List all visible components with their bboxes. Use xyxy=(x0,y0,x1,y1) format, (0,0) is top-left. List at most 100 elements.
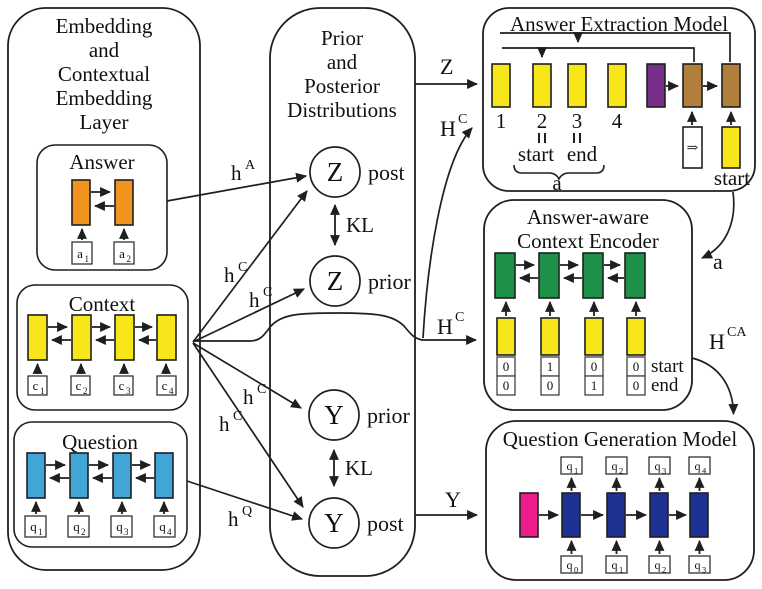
encoder-rnn-cell xyxy=(624,252,646,299)
position-label-2: 2 xyxy=(537,109,548,133)
edge-hc-to-answer-extraction xyxy=(422,127,473,339)
output-token-sub: 3 xyxy=(662,466,666,476)
equals-mark xyxy=(573,133,581,143)
context-token-sub: 4 xyxy=(169,386,174,396)
context-hidden-cell xyxy=(567,63,587,108)
end-bit: 0 xyxy=(503,378,510,393)
answer-rnn-cell xyxy=(71,179,91,226)
z-post-symbol: Z xyxy=(327,157,344,187)
context-feature-cell xyxy=(584,317,604,356)
encoder-rnn-cell xyxy=(582,252,604,299)
end-bit-box xyxy=(584,375,604,396)
end-row-label: end xyxy=(651,375,679,396)
y-prior-symbol: Y xyxy=(324,400,344,430)
context-rnn-cell xyxy=(71,314,92,361)
output-token: q xyxy=(695,459,701,473)
left-panel-title-line2: and xyxy=(89,38,120,62)
decoder-rnn-cell xyxy=(689,492,709,538)
context-rnn-cell xyxy=(27,314,48,361)
answer-token-sub: 1 xyxy=(85,254,90,264)
question-rnn-cell xyxy=(26,452,46,499)
end-bit-box xyxy=(496,375,516,396)
dist-title-line4: Distributions xyxy=(287,98,397,122)
kl-label-z: KL xyxy=(346,213,374,237)
z-prior-symbol: Z xyxy=(327,266,344,296)
latent-cell xyxy=(646,63,666,108)
dist-title-line1: Prior xyxy=(321,26,363,50)
edge-context-to-z-post xyxy=(192,190,308,343)
z-post-tag: post xyxy=(368,160,405,185)
decoder-cell xyxy=(682,63,703,108)
question-token-box xyxy=(67,515,90,538)
input-token-sub: 0 xyxy=(574,565,578,575)
question-box-title: Question xyxy=(62,430,138,454)
question-token: q xyxy=(30,519,37,534)
y-post-node xyxy=(308,497,360,549)
sos-gate-box xyxy=(682,126,703,169)
output-token-box xyxy=(648,456,671,475)
label-h-c-y-post: h xyxy=(219,412,230,436)
end-bit-box xyxy=(626,375,646,396)
question-generation-title: Question Generation Model xyxy=(503,427,738,451)
output-token-sub: 2 xyxy=(619,466,623,476)
end-bit: 1 xyxy=(591,378,598,393)
end-word: end xyxy=(567,142,598,166)
decoder-rnn-cell xyxy=(561,492,581,538)
input-token: q xyxy=(695,558,701,572)
context-feature-cell xyxy=(626,317,646,356)
context-box xyxy=(16,284,189,411)
output-token: q xyxy=(612,459,618,473)
start-bit: 0 xyxy=(591,359,598,374)
start-word: start xyxy=(518,142,554,166)
answer-box-title: Answer xyxy=(69,150,134,174)
question-rnn-cell xyxy=(69,452,89,499)
input-token-box xyxy=(648,555,671,574)
context-feature-cell xyxy=(496,317,516,356)
left-panel-title-line4: Embedding xyxy=(56,86,153,110)
input-token-box xyxy=(688,555,711,574)
label-h-c-encoder-sup: C xyxy=(455,310,464,325)
y-prior-node xyxy=(308,389,360,441)
question-token: q xyxy=(159,519,166,534)
label-h-ca-sup: CA xyxy=(727,325,747,340)
context-token: c xyxy=(76,378,82,393)
label-h-c-extraction-sup: C xyxy=(458,112,467,127)
encoder-rnn-cell xyxy=(494,252,516,299)
position-label-3: 3 xyxy=(572,109,583,133)
y-post-tag: post xyxy=(367,511,404,536)
dist-title-line2: and xyxy=(327,50,358,74)
context-rnn-cell xyxy=(156,314,177,361)
question-token: q xyxy=(116,519,123,534)
label-z-sample: Z xyxy=(440,54,453,79)
label-h-q: h xyxy=(228,507,239,531)
question-token-box xyxy=(153,515,176,538)
context-hidden-cell xyxy=(607,63,627,108)
label-h-ca: H xyxy=(709,329,725,354)
question-token-box xyxy=(24,515,47,538)
label-h-c-z-prior-sup: C xyxy=(263,285,272,300)
brace-label-a: a xyxy=(552,171,562,195)
start-row-label: start xyxy=(651,356,684,377)
label-h-a-sup: A xyxy=(245,158,256,173)
label-h-c-extraction: H xyxy=(440,116,456,141)
context-hidden-cell xyxy=(491,63,511,108)
question-rnn-cell xyxy=(154,452,174,499)
left-panel-title-line3: Contextual xyxy=(58,62,150,86)
context-hidden-cell xyxy=(532,63,552,108)
answer-token: a xyxy=(77,246,83,261)
output-token-box xyxy=(605,456,628,475)
label-h-q-sup: Q xyxy=(242,504,252,519)
output-token: q xyxy=(655,459,661,473)
question-token-sub: 2 xyxy=(81,527,86,537)
context-rnn-cell xyxy=(114,314,135,361)
answer-extraction-title: Answer Extraction Model xyxy=(510,12,728,36)
context-encoder-title-line1: Answer-aware xyxy=(527,205,649,229)
kl-label-y: KL xyxy=(345,456,373,480)
answer-token-box xyxy=(71,241,93,265)
output-token-sub: 4 xyxy=(702,466,707,476)
label-answer-out: a xyxy=(713,249,723,274)
edge-hc-to-context-encoder xyxy=(193,312,478,345)
question-token-box xyxy=(110,515,133,538)
input-token-sub: 2 xyxy=(662,565,666,575)
